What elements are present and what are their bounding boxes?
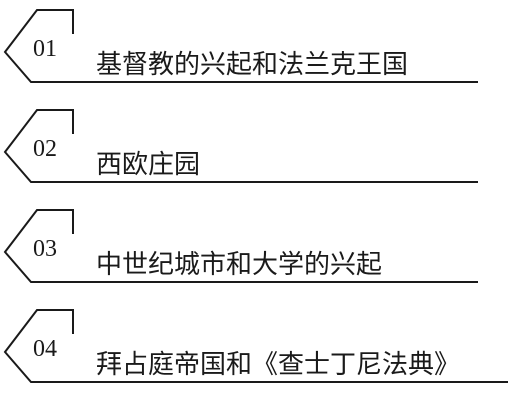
toc-item-title: 基督教的兴起和法兰克王国: [96, 50, 409, 80]
toc-item-02[interactable]: 02 西欧庄园: [0, 100, 514, 190]
item-frame-icon: [3, 209, 478, 283]
item-frame-icon: [3, 109, 478, 183]
toc-item-title: 中世纪城市和大学的兴起: [96, 250, 383, 280]
toc-item-number: 04: [33, 336, 57, 362]
toc-item-03[interactable]: 03 中世纪城市和大学的兴起: [0, 200, 514, 290]
toc-item-title: 拜占庭帝国和《查士丁尼法典》: [96, 350, 461, 380]
toc-item-04[interactable]: 04 拜占庭帝国和《查士丁尼法典》: [0, 300, 514, 390]
toc-item-number: 01: [33, 36, 57, 62]
toc-item-title: 西欧庄园: [96, 150, 201, 180]
toc-item-01[interactable]: 01 基督教的兴起和法兰克王国: [0, 0, 514, 90]
toc-item-number: 02: [33, 136, 57, 162]
toc-item-number: 03: [33, 236, 57, 262]
item-frame-icon: [3, 309, 508, 383]
item-frame-icon: [3, 9, 478, 83]
